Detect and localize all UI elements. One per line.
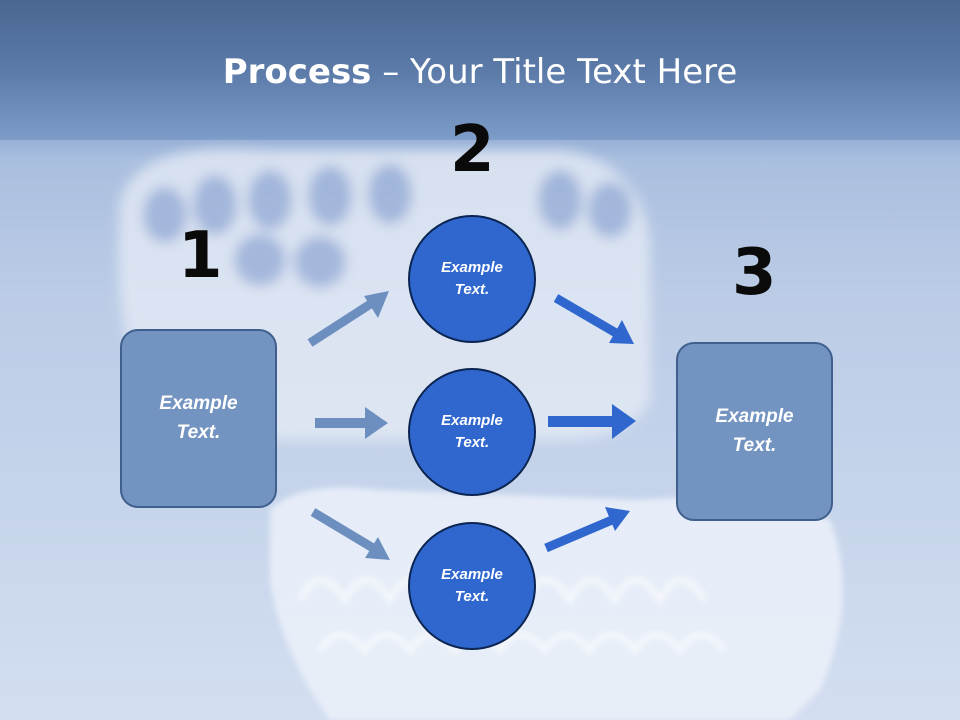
left-box-label: Example Text. <box>159 393 238 443</box>
arrow-middle-to-right <box>548 404 636 439</box>
step-number-3: 3 <box>732 236 777 310</box>
step-number-2: 2 <box>450 113 495 187</box>
circle-top-label: Example Text. <box>441 258 503 299</box>
title-bold-part: Process <box>222 52 372 92</box>
arrow-bottom-to-right <box>544 507 630 553</box>
circle-top[interactable]: Example Text. <box>408 215 536 343</box>
arrow-left-to-middle <box>315 407 388 439</box>
title-rest-part: – Your Title Text Here <box>371 52 738 92</box>
circle-middle-label: Example Text. <box>441 411 503 452</box>
step-number-1: 1 <box>178 219 223 293</box>
circle-middle[interactable]: Example Text. <box>408 368 536 496</box>
slide-title: Process – Your Title Text Here <box>0 52 960 92</box>
right-step-box[interactable]: Example Text. <box>676 342 833 521</box>
circle-bottom-label: Example Text. <box>441 565 503 606</box>
circle-bottom[interactable]: Example Text. <box>408 522 536 650</box>
left-step-box[interactable]: Example Text. <box>120 329 277 508</box>
arrow-left-to-bottom <box>310 508 390 560</box>
arrow-top-to-right <box>553 294 634 344</box>
header-band <box>0 0 960 140</box>
arrow-left-to-top <box>307 291 389 347</box>
right-box-label: Example Text. <box>715 406 794 456</box>
